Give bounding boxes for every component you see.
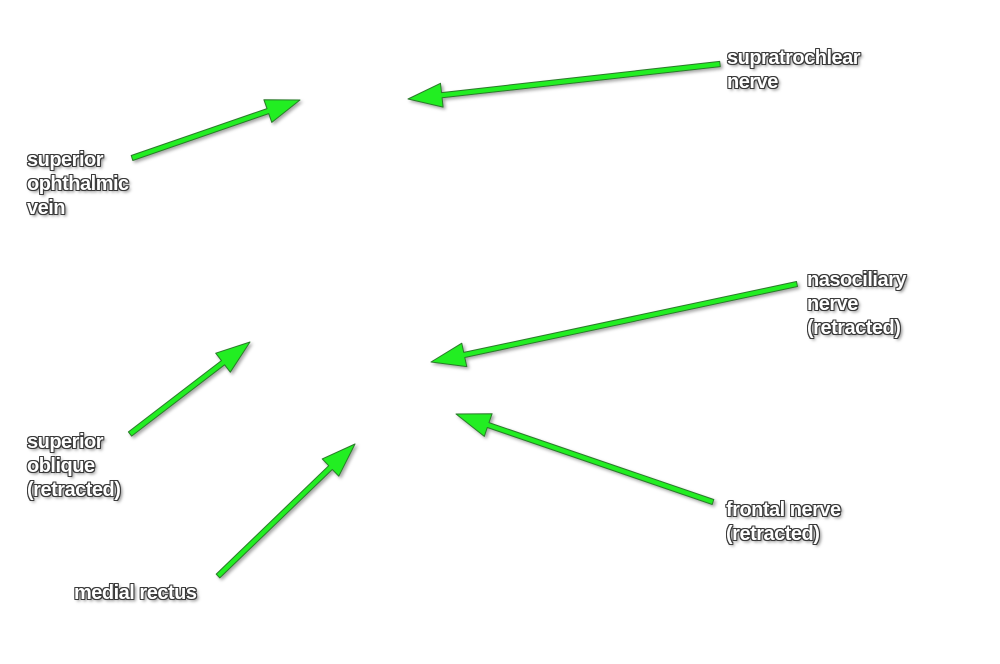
label-line: oblique <box>27 455 95 477</box>
label-line: nasociliary <box>807 269 907 291</box>
arrow-medial-rectus <box>215 443 356 579</box>
label-line: medial rectus <box>74 582 197 604</box>
label-line: vein <box>27 197 66 219</box>
arrow-nasociliary-nerve <box>430 281 798 368</box>
label-line: (retracted) <box>807 317 901 339</box>
label-line: superior <box>27 149 104 171</box>
label-nasociliary-nerve: nasociliary nerve (retracted) <box>807 268 907 340</box>
arrow-superior-ophthalmic-vein <box>130 99 301 161</box>
label-line: (retracted) <box>27 479 121 501</box>
arrow-superior-oblique <box>127 341 251 437</box>
label-line: nerve <box>727 71 778 93</box>
arrow-frontal-nerve <box>455 413 715 505</box>
label-superior-oblique: superior oblique (retracted) <box>27 430 121 502</box>
label-line: superior <box>27 431 104 453</box>
arrow-supratrochlear-nerve <box>407 60 721 108</box>
label-superior-ophthalmic-vein: superior ophthalmic vein <box>27 148 129 220</box>
label-line: nerve <box>807 293 858 315</box>
label-line: (retracted) <box>726 523 820 545</box>
label-line: ophthalmic <box>27 173 129 195</box>
label-medial-rectus: medial rectus <box>74 581 197 605</box>
label-supratrochlear-nerve: supratrochlear nerve <box>727 46 861 94</box>
label-line: supratrochlear <box>727 47 861 69</box>
label-line: frontal nerve <box>726 499 841 521</box>
arrows-group <box>127 60 798 579</box>
label-frontal-nerve: frontal nerve (retracted) <box>726 498 841 546</box>
